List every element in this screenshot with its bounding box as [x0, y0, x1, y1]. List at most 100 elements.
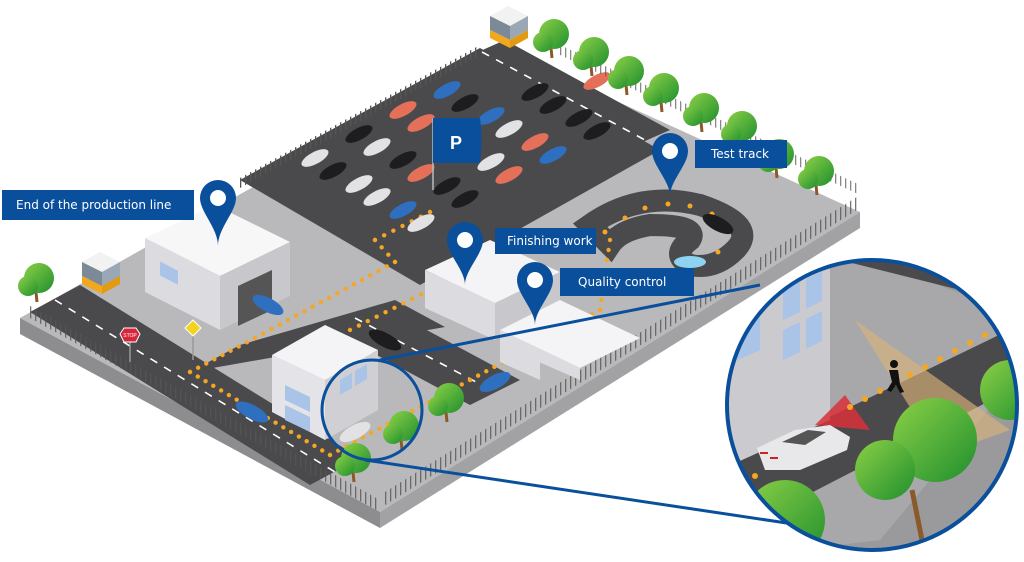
parked-car	[407, 164, 435, 182]
route-dot	[418, 292, 424, 297]
route-dot	[365, 318, 370, 324]
parked-car	[565, 109, 593, 127]
route-dot	[410, 408, 415, 414]
parked-car	[345, 175, 373, 193]
route-dot	[273, 420, 278, 425]
pedestrian-icon	[887, 360, 904, 393]
parked-car	[477, 153, 505, 171]
svg-text:STOP: STOP	[123, 333, 137, 339]
route-dot	[312, 443, 317, 448]
route-dot	[203, 379, 208, 384]
route-dot	[606, 247, 611, 253]
route-dot	[310, 304, 315, 309]
route-dot	[318, 300, 324, 305]
route-dot	[236, 344, 241, 349]
parked-car	[539, 146, 567, 164]
route-dot	[302, 308, 307, 314]
parked-car	[389, 201, 417, 219]
route-dot	[218, 388, 224, 393]
route-dot	[228, 348, 233, 353]
route-dot	[296, 434, 302, 439]
parked-car	[407, 114, 435, 132]
route-dot	[377, 426, 382, 431]
route-dot	[195, 365, 201, 370]
route-dot	[604, 257, 610, 263]
tree	[428, 383, 464, 423]
parked-car	[319, 162, 347, 180]
route-dot	[381, 233, 387, 238]
route-dot	[226, 392, 232, 398]
tree	[18, 263, 54, 303]
route-dot	[360, 435, 366, 440]
pin-quality-control[interactable]	[517, 262, 553, 325]
route-dot	[372, 237, 378, 243]
pin-finishing-work[interactable]	[447, 222, 483, 285]
route-dot	[392, 305, 397, 310]
route-dot	[400, 223, 405, 229]
route-dot	[368, 430, 374, 436]
label-end-of-line[interactable]: End of the production line	[2, 190, 194, 220]
route-dot	[467, 377, 473, 383]
route-dot	[384, 264, 389, 269]
parked-car	[389, 151, 417, 169]
parked-car	[301, 149, 329, 167]
route-dot	[383, 310, 388, 315]
route-dot	[285, 317, 291, 323]
route-dot	[484, 369, 489, 374]
magnifier-inset	[725, 258, 1019, 552]
label-quality-control[interactable]: Quality control	[560, 268, 694, 296]
route-dot	[459, 382, 464, 387]
route-dot	[475, 373, 481, 378]
stop-sign: STOP	[119, 327, 141, 362]
tree	[533, 19, 569, 59]
building-office	[272, 325, 378, 440]
route-dot	[220, 352, 225, 358]
route-dot	[356, 323, 362, 328]
tree	[383, 411, 419, 451]
route-dot	[401, 301, 406, 306]
parked-car	[363, 188, 391, 206]
route-dot	[607, 237, 613, 243]
detected-car	[757, 425, 850, 470]
route-dot	[335, 291, 340, 296]
route-dot	[368, 273, 373, 278]
label-finishing-work[interactable]: Finishing work	[495, 228, 596, 254]
route-dot	[252, 335, 258, 341]
tree	[683, 93, 719, 133]
route-dot	[212, 357, 217, 362]
parked-car	[583, 72, 611, 90]
test-track	[572, 189, 754, 277]
route-dot	[288, 429, 294, 435]
moving-cars	[235, 213, 734, 443]
parked-car	[521, 133, 549, 151]
guardhouse-north	[490, 6, 528, 48]
route-dot	[277, 322, 282, 327]
route-dot	[211, 383, 216, 389]
magnifier-connector	[320, 283, 801, 527]
route-dot	[392, 259, 398, 265]
route-dot	[359, 277, 365, 283]
priority-road-sign	[184, 319, 202, 360]
route-dot	[195, 374, 200, 379]
svg-text:P: P	[450, 133, 462, 153]
pin-end-of-line[interactable]	[200, 180, 236, 246]
pin-test-track[interactable]	[652, 133, 688, 196]
route-dot	[244, 340, 250, 345]
label-test-track[interactable]: Test track	[695, 140, 787, 168]
route-dot	[204, 361, 209, 366]
tree	[643, 73, 679, 113]
guardhouse-west	[82, 252, 120, 294]
parked-car	[539, 96, 567, 114]
parked-car	[345, 125, 373, 143]
route-dot	[269, 326, 274, 332]
route-dot	[379, 245, 384, 250]
route-dot	[352, 439, 357, 444]
parked-car	[583, 122, 611, 140]
route-dot	[410, 296, 415, 302]
parked-car	[521, 83, 549, 101]
route-dot	[261, 331, 266, 336]
parked-car	[451, 94, 479, 112]
tree	[573, 37, 609, 77]
route-dot	[326, 295, 332, 300]
parking-flag: P	[432, 118, 482, 190]
